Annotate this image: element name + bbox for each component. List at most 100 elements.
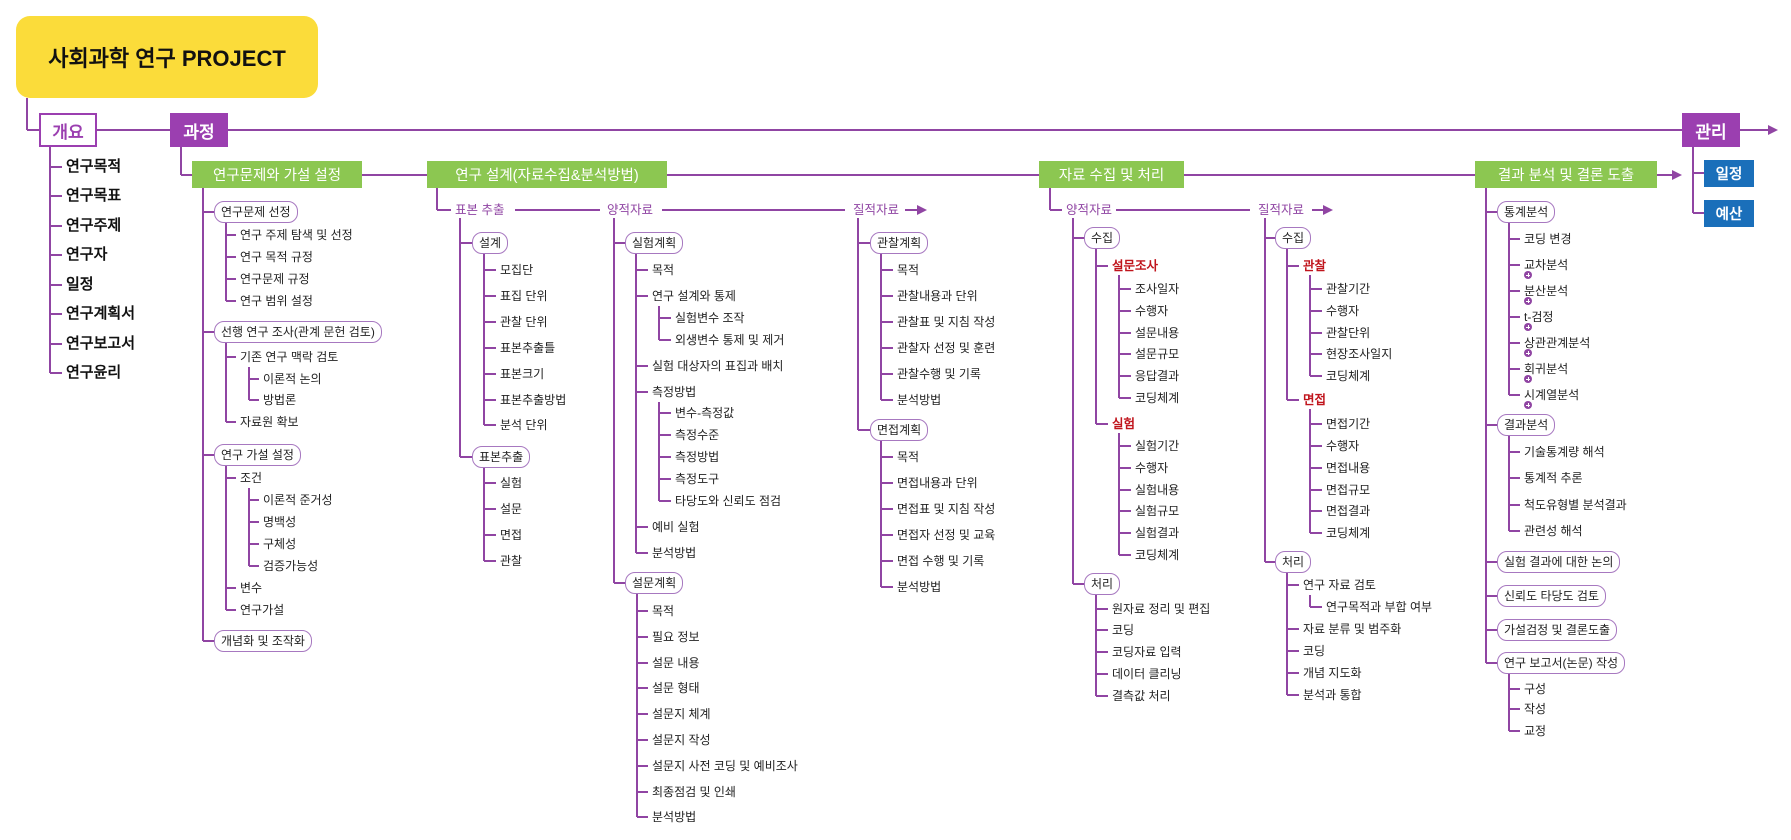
list-item[interactable]: 코딩 변경 [1524, 232, 1572, 246]
list-item[interactable]: 면접 수행 및 기록 [897, 554, 985, 568]
topic-node[interactable]: 연구 보고서(논문) 작성 [1497, 652, 1626, 674]
list-item[interactable]: 수행자 [1135, 304, 1169, 318]
list-item[interactable]: 교차분석 [1524, 258, 1569, 272]
list-item[interactable]: 실험 대상자의 표집과 배치 [652, 359, 784, 373]
topic-node[interactable]: 관찰계획 [870, 232, 929, 254]
topic-node[interactable]: 선행 연구 조사(관계 문헌 검토) [214, 321, 382, 343]
list-item[interactable]: 연구 목적 규정 [240, 250, 313, 264]
list-item[interactable]: 실험규모 [1135, 504, 1180, 518]
list-item[interactable]: 타당도와 신뢰도 점검 [675, 494, 782, 508]
list-item[interactable]: 설문지 사전 코딩 및 예비조사 [652, 759, 798, 773]
list-item[interactable]: 실험결과 [1135, 526, 1180, 540]
topic-node[interactable]: 통계분석 [1497, 201, 1556, 223]
list-item[interactable]: 결측값 처리 [1112, 689, 1171, 703]
expand-plus-icon[interactable] [1524, 401, 1532, 409]
list-item[interactable]: 설문지 체계 [652, 707, 711, 721]
list-item[interactable]: 코딩 [1112, 623, 1135, 637]
list-item[interactable]: 최종점검 및 인쇄 [652, 785, 736, 799]
list-item[interactable]: 연구 설계와 통제 [652, 289, 736, 303]
header-qualitative[interactable]: 질적자료 [853, 203, 900, 217]
list-item[interactable]: 검증가능성 [263, 559, 319, 573]
list-item[interactable]: 작성 [1524, 702, 1547, 716]
list-item[interactable]: 변수 [240, 581, 263, 595]
topic-node[interactable]: 표본추출 [472, 446, 531, 468]
list-item[interactable]: 관찰내용과 단위 [897, 289, 978, 303]
list-item[interactable]: 조건 [240, 471, 263, 485]
overview-item[interactable]: 연구계획서 [66, 305, 136, 322]
list-item[interactable]: 관찰 단위 [500, 315, 548, 329]
list-item[interactable]: 개념 지도화 [1303, 666, 1362, 680]
list-item[interactable]: 연구 범위 설정 [240, 294, 313, 308]
overview-node[interactable]: 개요 [39, 113, 97, 147]
stage-problem-hypothesis[interactable]: 연구문제와 가설 설정 [192, 161, 362, 188]
list-item[interactable]: 면접규모 [1326, 483, 1371, 497]
list-item[interactable]: 측정수준 [675, 428, 720, 442]
expand-plus-icon[interactable] [1524, 297, 1532, 305]
expand-plus-icon[interactable] [1524, 271, 1532, 279]
list-item[interactable]: 코딩 [1303, 644, 1326, 658]
list-item[interactable]: 실험변수 조작 [675, 311, 745, 325]
list-item[interactable]: 모집단 [500, 263, 534, 277]
subtopic-experiment[interactable]: 실험 [1112, 417, 1136, 431]
list-item[interactable]: 목적 [897, 450, 920, 464]
list-item[interactable]: 면접표 및 지침 작성 [897, 502, 996, 516]
list-item[interactable]: 분석방법 [652, 810, 697, 824]
list-item[interactable]: 수행자 [1326, 439, 1360, 453]
list-item[interactable]: 분석방법 [652, 546, 697, 560]
overview-item[interactable]: 연구윤리 [66, 364, 122, 381]
expand-plus-icon[interactable] [1524, 375, 1532, 383]
list-item[interactable]: 이론적 논의 [263, 372, 322, 386]
topic-node[interactable]: 설문계획 [625, 572, 684, 594]
list-item[interactable]: 필요 정보 [652, 630, 700, 644]
list-item[interactable]: 측정도구 [675, 472, 720, 486]
list-item[interactable]: 자료원 확보 [240, 415, 299, 429]
list-item[interactable]: 외생변수 통제 및 제거 [675, 333, 785, 347]
topic-node[interactable]: 가설검정 및 결론도출 [1497, 619, 1618, 641]
list-item[interactable]: 수행자 [1135, 461, 1169, 475]
list-item[interactable]: 면접내용 [1326, 461, 1371, 475]
list-item[interactable]: 코딩체계 [1326, 526, 1371, 540]
list-item[interactable]: 코딩체계 [1135, 548, 1180, 562]
list-item[interactable]: 관찰표 및 지침 작성 [897, 315, 996, 329]
list-item[interactable]: 구성 [1524, 682, 1547, 696]
topic-node[interactable]: 연구문제 선정 [214, 201, 298, 223]
topic-node[interactable]: 수집 [1084, 227, 1121, 249]
topic-node[interactable]: 연구 가설 설정 [214, 444, 301, 466]
list-item[interactable]: 현장조사일지 [1326, 347, 1393, 361]
list-item[interactable]: 목적 [897, 263, 920, 277]
topic-node[interactable]: 개념화 및 조작화 [214, 630, 312, 652]
list-item[interactable]: 상관관계분석 [1524, 336, 1591, 350]
list-item[interactable]: 구체성 [263, 537, 297, 551]
stage-data-collection[interactable]: 자료 수집 및 처리 [1039, 161, 1184, 188]
list-item[interactable]: 척도유형별 분석결과 [1524, 498, 1627, 512]
list-item[interactable]: 면접내용과 단위 [897, 476, 978, 490]
management-node[interactable]: 관리 [1682, 113, 1740, 147]
list-item[interactable]: 실험기간 [1135, 439, 1180, 453]
list-item[interactable]: 시계열분석 [1524, 388, 1580, 402]
management-schedule[interactable]: 일정 [1704, 160, 1754, 187]
list-item[interactable]: 기술통계량 해석 [1524, 445, 1605, 459]
list-item[interactable]: 면접 [500, 528, 523, 542]
header-quantitative[interactable]: 양적자료 [1066, 203, 1113, 217]
topic-node[interactable]: 실험계획 [625, 232, 684, 254]
list-item[interactable]: 표본추출방법 [500, 393, 567, 407]
topic-node[interactable]: 설계 [472, 232, 509, 254]
list-item[interactable]: 설문 형태 [652, 681, 700, 695]
list-item[interactable]: 실험내용 [1135, 483, 1180, 497]
topic-node[interactable]: 처리 [1084, 573, 1121, 595]
list-item[interactable]: 연구 주제 탐색 및 선정 [240, 228, 353, 242]
overview-item[interactable]: 연구보고서 [66, 335, 136, 352]
overview-item[interactable]: 연구목적 [66, 158, 122, 175]
list-item[interactable]: 코딩체계 [1326, 369, 1371, 383]
list-item[interactable]: 통계적 추론 [1524, 471, 1583, 485]
subtopic-observation[interactable]: 관찰 [1303, 259, 1327, 273]
expand-plus-icon[interactable] [1524, 349, 1532, 357]
list-item[interactable]: 측정방법 [675, 450, 720, 464]
header-qualitative[interactable]: 질적자료 [1258, 203, 1305, 217]
list-item[interactable]: 면접결과 [1326, 504, 1371, 518]
list-item[interactable]: 관찰기간 [1326, 282, 1371, 296]
list-item[interactable]: 목적 [652, 263, 675, 277]
list-item[interactable]: 실험 [500, 476, 523, 490]
list-item[interactable]: 표집 단위 [500, 289, 548, 303]
overview-item[interactable]: 연구주제 [66, 217, 122, 234]
